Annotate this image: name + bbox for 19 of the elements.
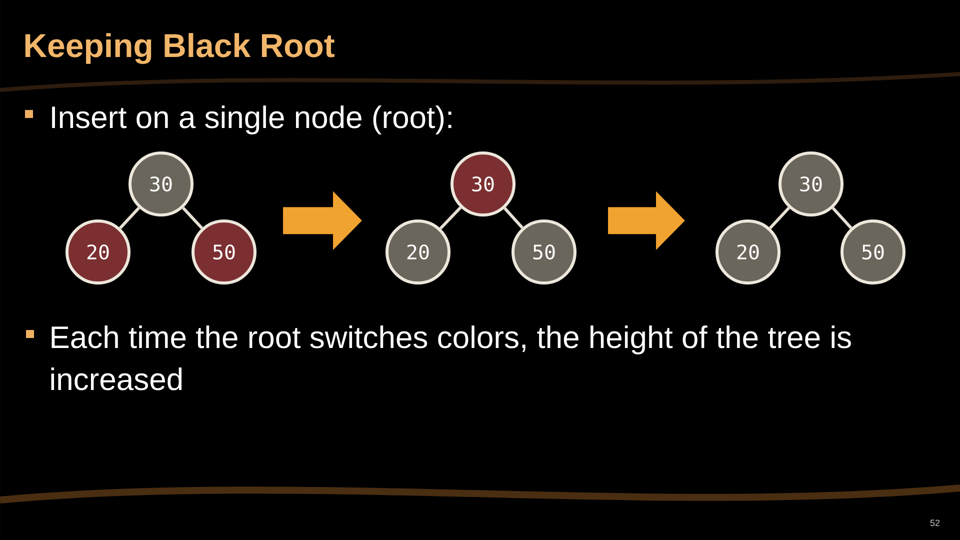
- tree-node: 20: [66, 220, 130, 284]
- bullet-text: Insert on a single node (root):: [52, 106, 452, 134]
- tree-node: 30: [450, 152, 516, 216]
- tree-node: 20: [386, 220, 450, 284]
- connector-line: [504, 207, 524, 229]
- tree-node: 50: [512, 220, 576, 284]
- connector-line: [439, 206, 462, 230]
- connector-line: [182, 206, 204, 230]
- bullet-text: Each time the root switches colors, the height of the tree is increased: [51, 326, 851, 390]
- connector-line: [119, 206, 140, 230]
- connector-line: [768, 206, 790, 230]
- tree-node: 30: [128, 152, 194, 216]
- tree-node: 50: [840, 220, 906, 284]
- tree-node: 20: [716, 220, 780, 284]
- page-number: 52: [930, 520, 940, 526]
- tree-node: 50: [192, 220, 256, 284]
- connector-line: [832, 207, 852, 229]
- slide-title: Keeping Black Root: [25, 33, 334, 64]
- tree-node: 30: [778, 152, 844, 216]
